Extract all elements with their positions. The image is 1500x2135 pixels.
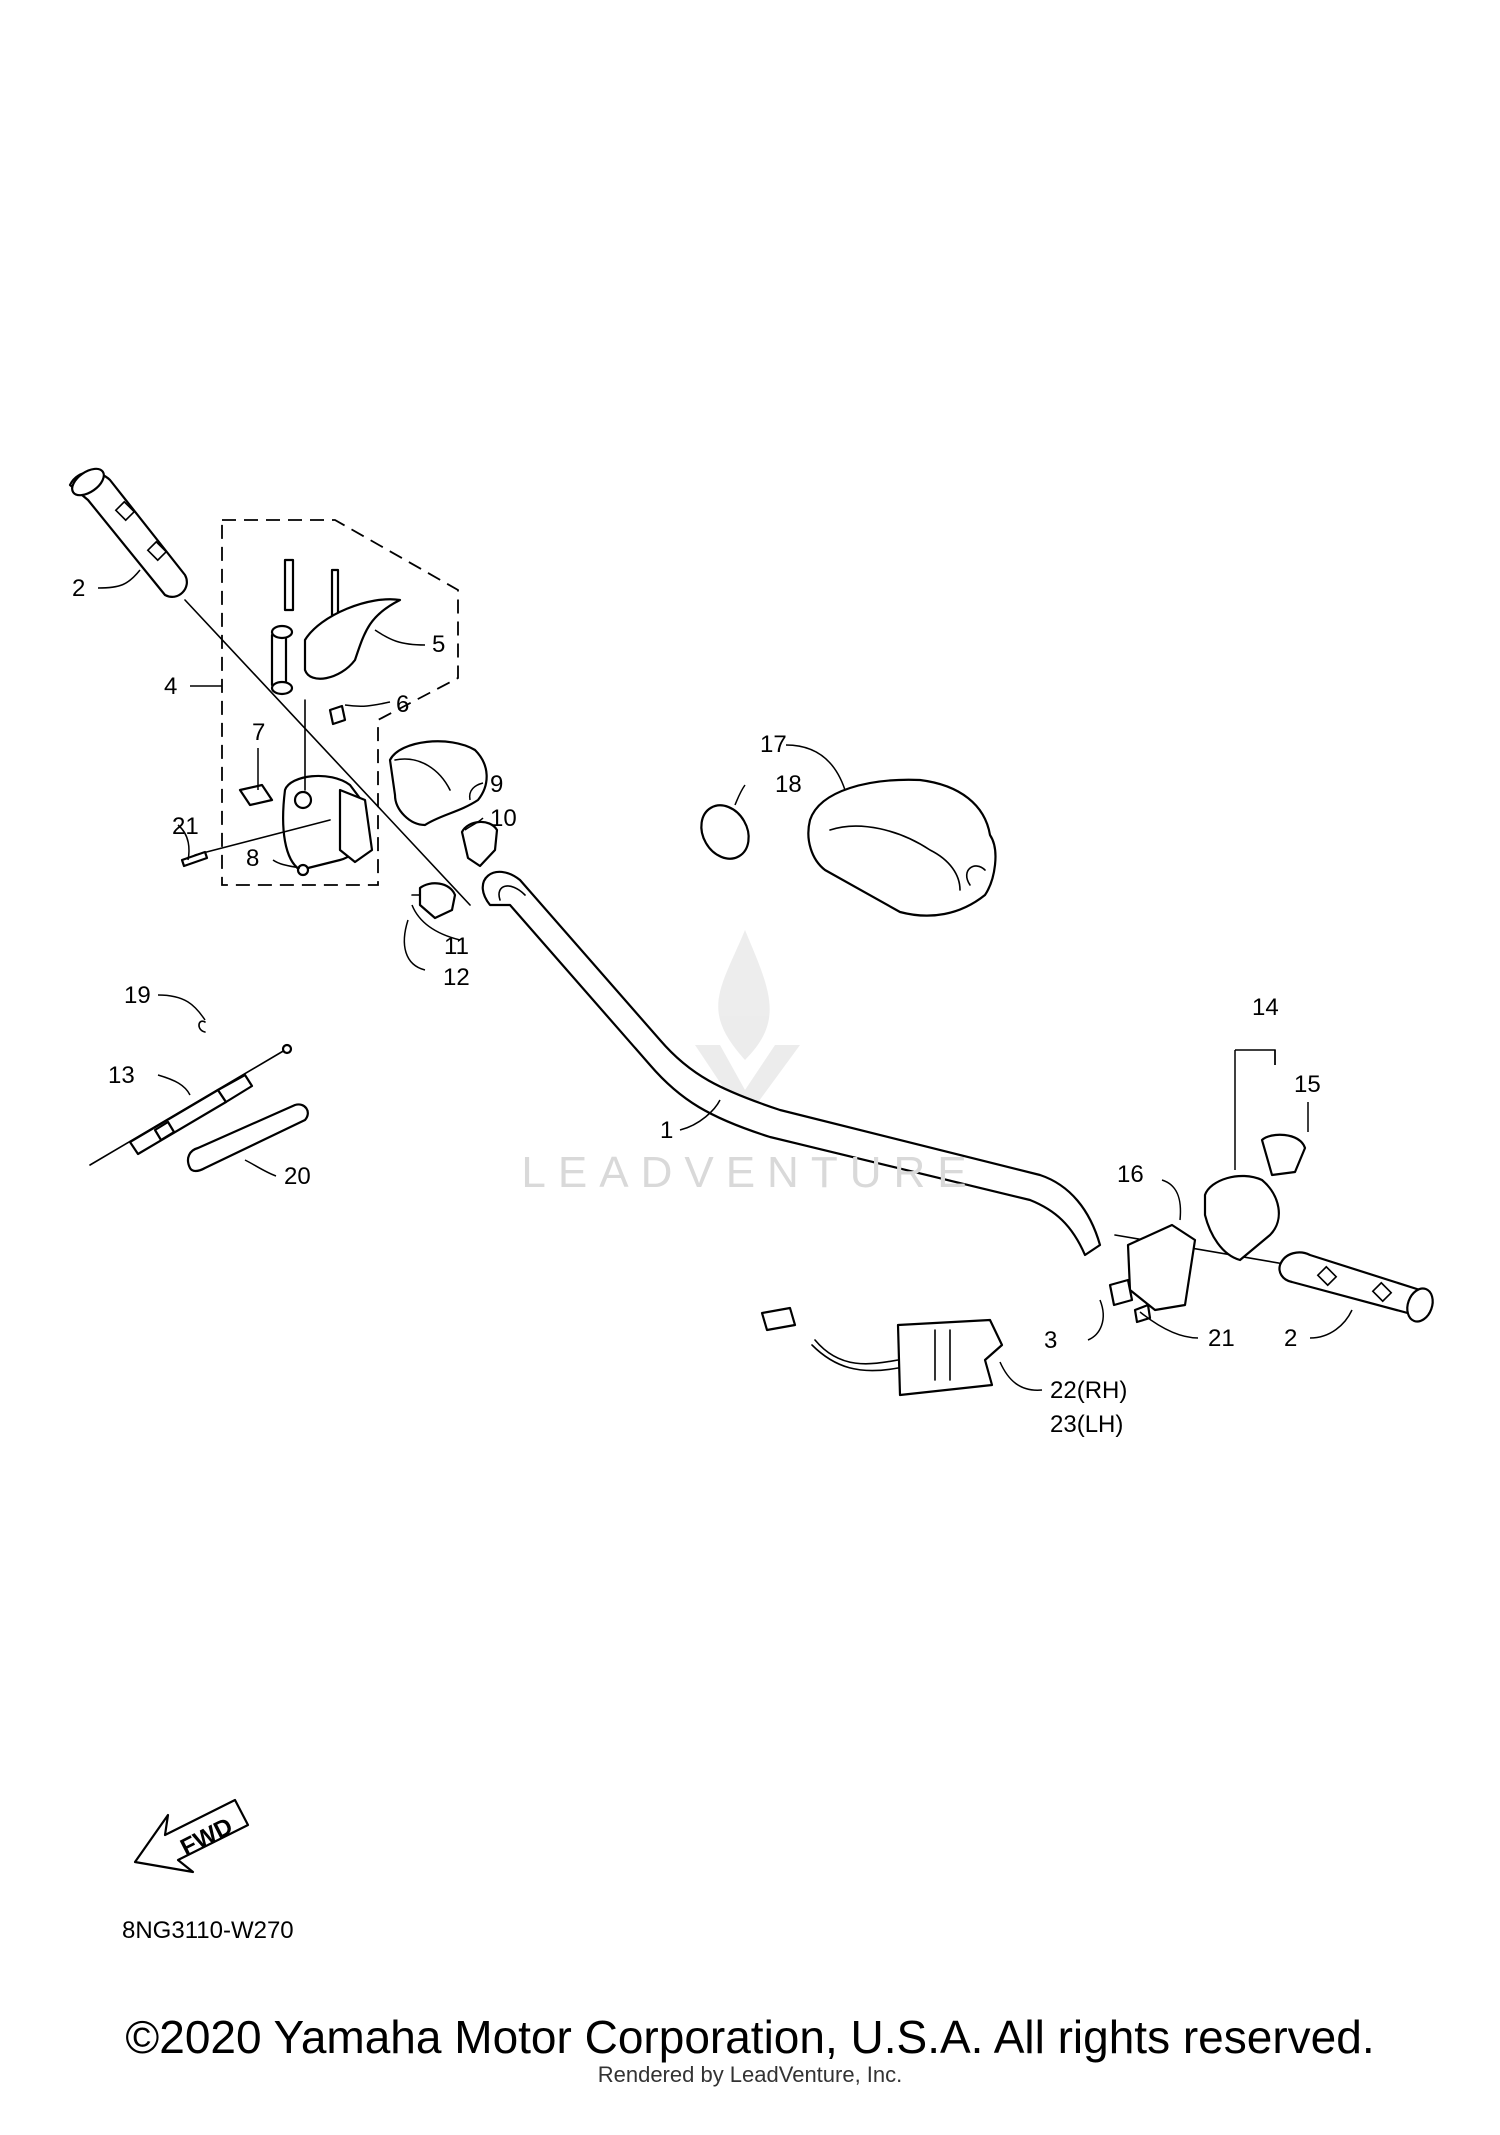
callout-23-lh: 23(LH) [1050, 1411, 1123, 1438]
right-control-plate [1126, 1223, 1197, 1312]
grip-cover [807, 778, 997, 917]
callout-5: 5 [432, 631, 445, 658]
callout-19: 19 [124, 982, 151, 1009]
grip-heater [760, 1306, 1004, 1397]
watermark-logo-icon [695, 930, 800, 1120]
callout-22-rh: 22(RH) [1050, 1377, 1127, 1404]
callout-11: 11 [444, 933, 469, 960]
callout-20: 20 [284, 1163, 311, 1190]
switch-pad [1260, 1133, 1307, 1177]
callout-21-right: 21 [1208, 1325, 1235, 1352]
hose-clamp [700, 804, 750, 860]
right-switch-housing [1203, 1175, 1280, 1262]
fwd-arrow-icon: FWD [133, 1798, 250, 1874]
callout-18: 18 [775, 771, 802, 798]
leader-lines [97, 569, 1353, 1391]
left-axis-line [184, 599, 471, 906]
callout-2-right: 2 [1284, 1325, 1297, 1352]
throttle-cable [89, 1020, 293, 1166]
callout-15: 15 [1294, 1071, 1321, 1098]
callout-9: 9 [490, 771, 503, 798]
tube [186, 1103, 309, 1173]
callout-3: 3 [1044, 1327, 1057, 1354]
callout-13: 13 [108, 1062, 135, 1089]
switch-cover [388, 740, 488, 827]
callout-7-label: 8 [246, 845, 259, 872]
left-switch-housing [180, 699, 374, 877]
diagram-code: 8NG3110-W270 [122, 1917, 294, 1944]
callout-21-left: 21 [172, 813, 199, 840]
callout-4: 4 [164, 673, 177, 700]
callout-12: 12 [443, 964, 470, 991]
lever [270, 558, 402, 726]
switch-knob [460, 820, 499, 868]
callout-8: 7 [252, 719, 265, 746]
watermark-text: LEADVENTURE [521, 1148, 979, 1197]
callout-17: 17 [760, 731, 787, 758]
callout-14: 14 [1252, 994, 1279, 1021]
handlebar [481, 870, 1102, 1257]
small-switch [418, 882, 457, 920]
left-grip [68, 467, 188, 598]
right-grip [1278, 1251, 1434, 1323]
callout-6: 6 [396, 691, 409, 718]
copyright-notice: ©2020 Yamaha Motor Corporation, U.S.A. A… [125, 2011, 1375, 2063]
rendered-by-notice: Rendered by LeadVenture, Inc. [597, 2062, 903, 2087]
callout-10: 10 [490, 805, 517, 832]
callout-2-left: 2 [72, 575, 85, 602]
callout-1: 1 [660, 1117, 673, 1144]
left-switch-assembly-box [221, 519, 459, 886]
callout-16: 16 [1117, 1161, 1144, 1188]
